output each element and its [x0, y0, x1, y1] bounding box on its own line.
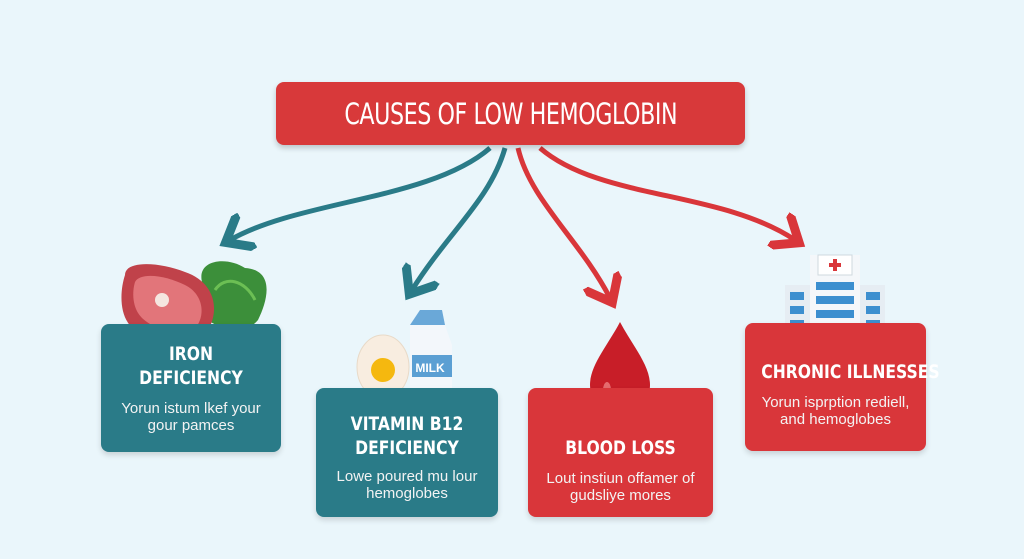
arrow-chronic: [538, 146, 795, 240]
card-chronic-illnesses: CHRONIC ILLNESSES Yorun isprption rediel…: [745, 323, 940, 451]
card-text: gour pamces: [147, 417, 235, 434]
card-vitamin-b12-deficiency: VITAMIN B12 DEFICIENCY Lowe poured mu lo…: [316, 388, 498, 517]
card-heading: VITAMIN B12: [350, 412, 464, 435]
meat-and-spinach-icon: [121, 261, 267, 344]
card-text: Yorun istum lkef your: [121, 400, 261, 417]
page-title: CAUSES OF LOW HEMOGLOBIN: [276, 82, 745, 145]
card-heading: BLOOD LOSS: [565, 436, 676, 459]
arrow-blood: [515, 147, 610, 298]
card-text: gudsliye mores: [570, 486, 671, 504]
card-text: and hemoglobes: [780, 411, 891, 428]
card-heading: CHRONIC ILLNESSES: [761, 361, 940, 383]
card-text: Lowe poured mu lour: [336, 467, 478, 485]
milk-label: MILK: [415, 361, 445, 375]
title-text: CAUSES OF LOW HEMOGLOBIN: [344, 96, 677, 131]
arrow-iron: [230, 146, 492, 240]
egg-and-milk-icon: MILK: [356, 310, 452, 400]
card-text: Yorun isprption rediell,: [761, 394, 910, 411]
card-text: Lout instiun offamer of: [546, 469, 695, 487]
card-text: hemoglobes: [366, 484, 448, 502]
card-heading-line2: DEFICIENCY: [355, 436, 459, 459]
arrow-b12: [412, 147, 508, 290]
card-heading: IRON DEFICIENCY: [139, 343, 243, 389]
